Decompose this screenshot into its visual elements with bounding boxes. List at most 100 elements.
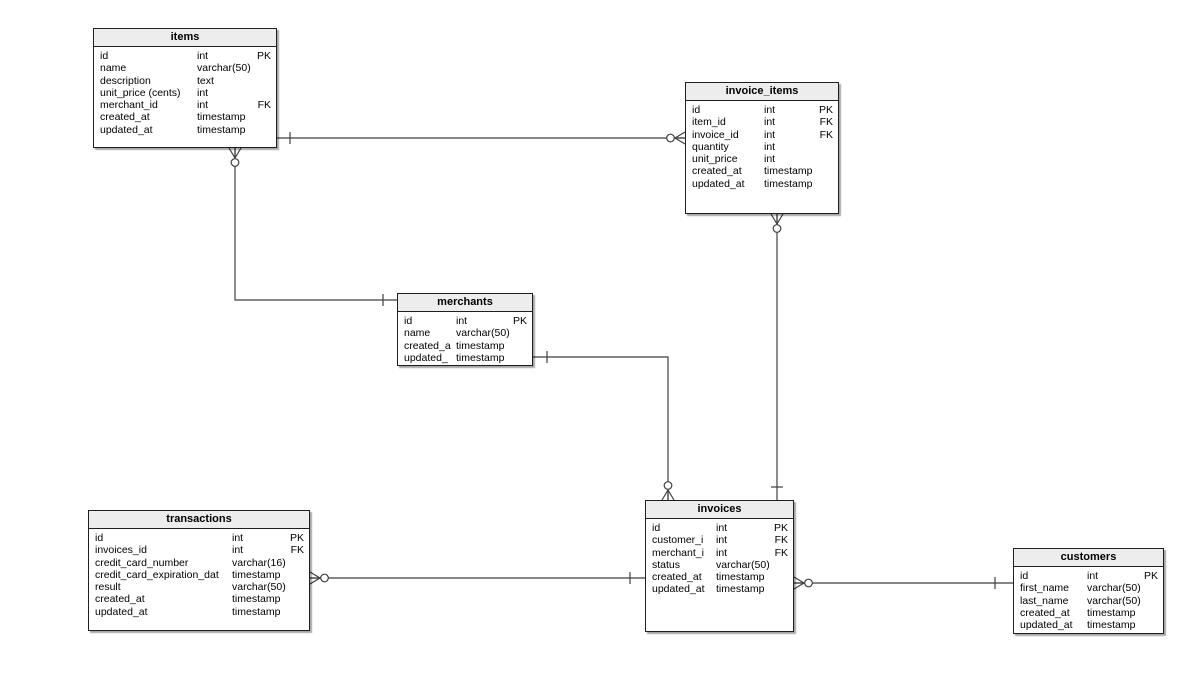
field-type: int [716,534,728,547]
field-name: customer_i [652,534,704,547]
field-type: int [764,104,776,116]
field-name: credit_card_expiration_dat [95,568,219,581]
field-key: PK [256,50,271,62]
field-name: invoice_id [692,128,739,141]
relation-transactions-invoices [309,571,645,585]
relation-invoices-customers [793,576,1013,590]
table-row: created_at timestamp [686,165,838,177]
table-row: id int PK [94,50,276,62]
field-key: FK [819,116,833,129]
table-row: merchant_i int FK [646,547,793,559]
field-type: varchar(50) [1087,582,1141,595]
relation-invoice_items-invoices [770,213,784,500]
field-name: updated_at [652,583,705,596]
field-name: created_a [404,339,451,352]
field-type: varchar(50) [197,62,251,75]
field-name: item_id [692,116,726,129]
field-type: text [197,74,214,87]
field-name: created_at [1020,606,1070,619]
table-row: updated_ timestamp [398,352,532,364]
field-key: PK [773,522,788,534]
field-type: int [716,546,728,559]
field-type: int [232,544,244,557]
field-key: FK [290,544,304,557]
field-key: FK [774,546,788,559]
field-name: id [1020,570,1029,582]
table-row: result varchar(50) [89,581,309,593]
field-name: last_name [1020,594,1069,607]
table-title-items: items [94,29,276,47]
field-type: int [197,50,209,62]
field-key: PK [1143,570,1158,582]
field-name: invoices_id [95,544,147,557]
field-key: FK [819,128,833,141]
field-name: created_at [100,111,150,124]
field-name: updated_at [692,177,745,190]
field-name: id [95,532,104,544]
table-row: name varchar(50) [398,327,532,339]
field-name: description [100,74,151,87]
table-title-invoice_items: invoice_items [686,83,838,101]
table-row: last_name varchar(50) [1014,595,1163,607]
table-title-merchants: merchants [398,294,532,312]
field-name: id [100,50,109,62]
field-type: int [197,99,209,112]
field-name: created_at [692,165,742,178]
field-type: timestamp [232,605,281,618]
field-name: unit_price [692,153,738,166]
field-type: varchar(50) [232,581,286,594]
field-type: int [456,315,468,327]
field-name: name [404,327,431,340]
field-type: timestamp [456,351,505,364]
table-row: description text [94,75,276,87]
table-row: id int PK [1014,570,1163,582]
field-type: timestamp [764,165,813,178]
table-title-transactions: transactions [89,511,309,529]
field-type: int [764,128,776,141]
field-type: timestamp [1087,619,1136,632]
field-name: result [95,581,121,594]
table-row: customer_i int FK [646,534,793,546]
field-name: merchant_i [652,546,704,559]
field-type: timestamp [716,571,765,584]
field-name: id [652,522,661,534]
field-type: varchar(50) [456,327,510,340]
field-type: int [716,522,728,534]
field-type: int [764,140,776,153]
field-name: id [692,104,701,116]
field-type: int [764,153,776,166]
field-type: varchar(50) [1087,594,1141,607]
field-type: int [1087,570,1099,582]
field-type: timestamp [1087,606,1136,619]
field-key: FK [774,534,788,547]
table-title-invoices: invoices [646,501,793,519]
field-name: id [404,315,413,327]
field-name: updated_ [404,351,448,364]
